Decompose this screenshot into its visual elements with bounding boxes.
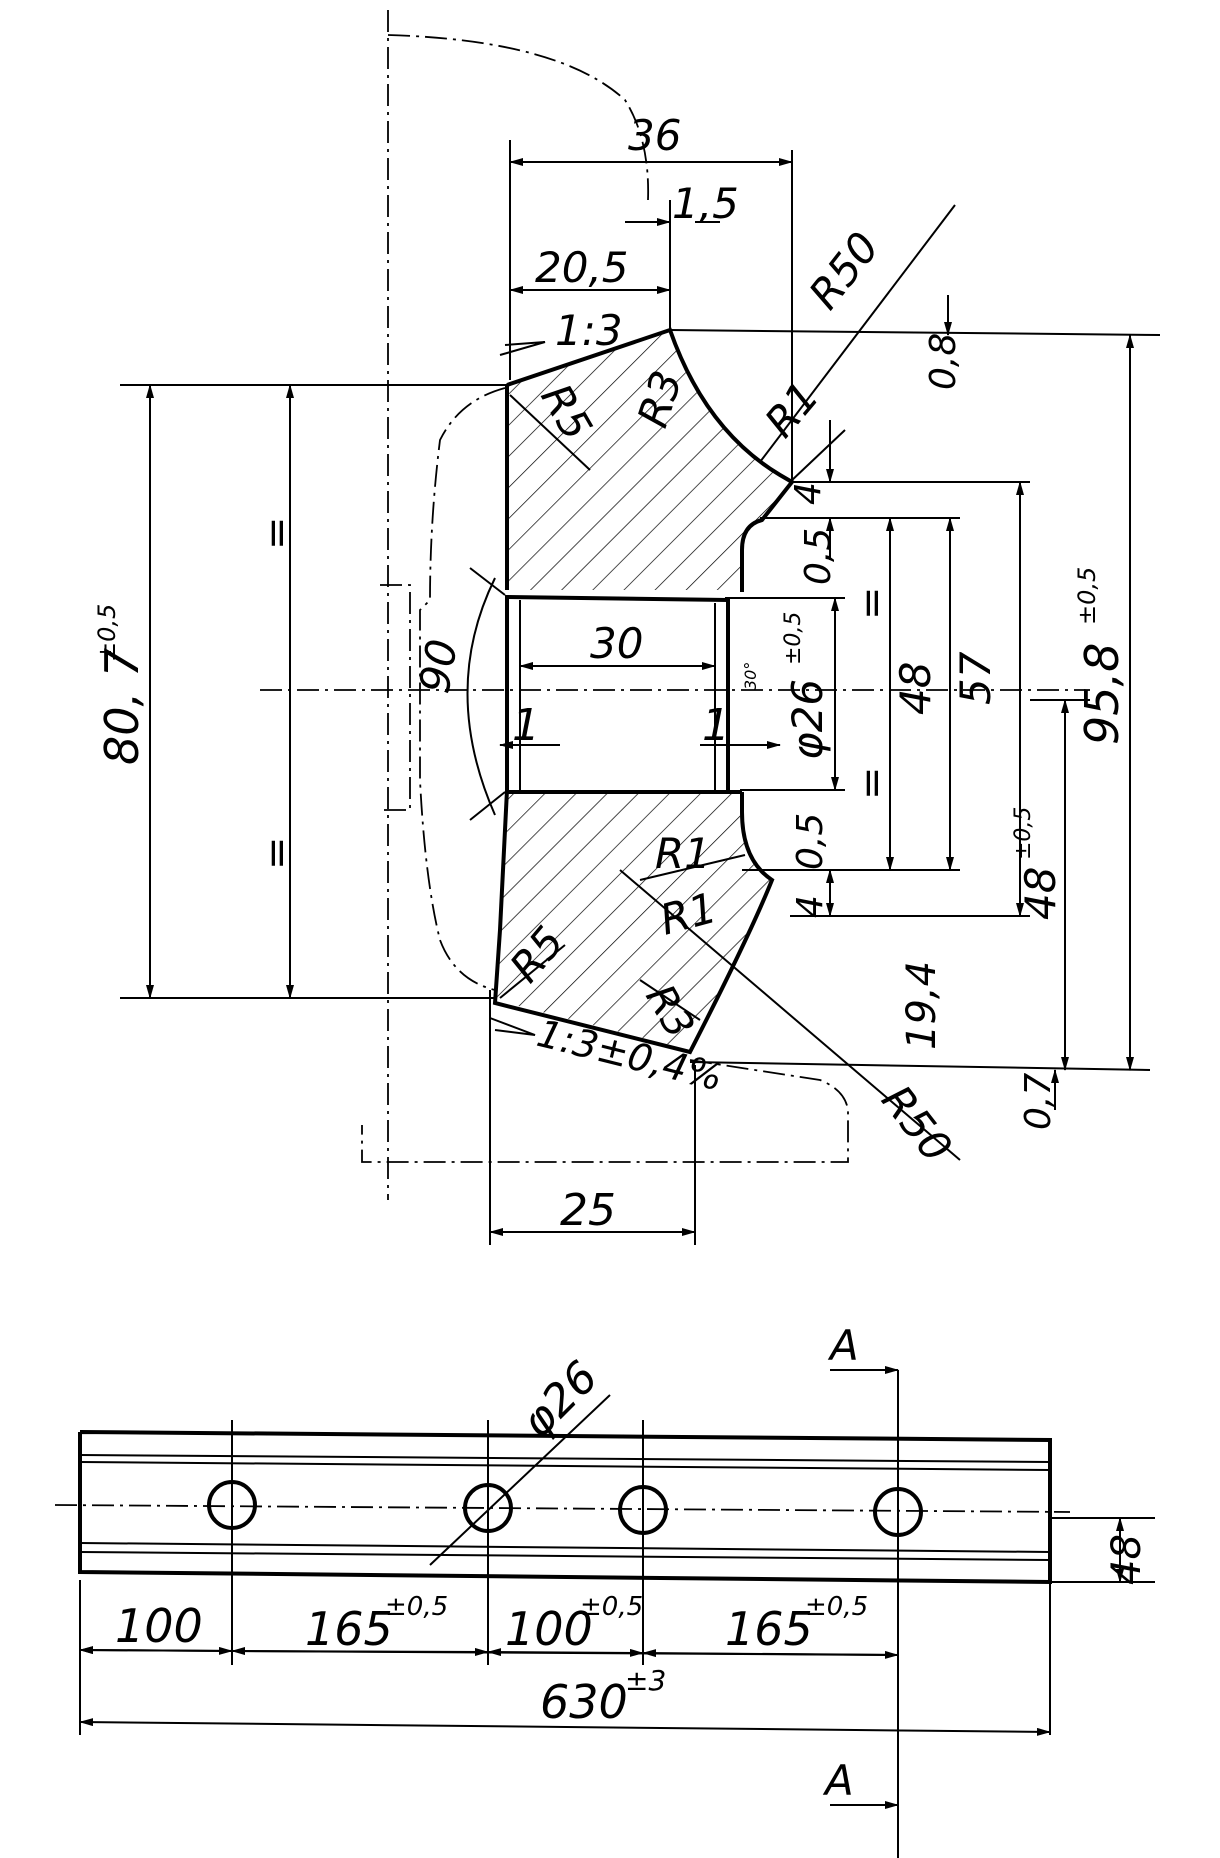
- dim-100-a: [79, 1646, 233, 1655]
- dim-1_5-label: 1,5: [672, 179, 739, 228]
- leader-r1-mid: [639, 854, 746, 881]
- rail-outline-bottom: [361, 1059, 849, 1163]
- dim-100-a-label: 100: [115, 1599, 203, 1653]
- leader-r50-top: [759, 204, 956, 463]
- dim-165-b: [642, 1649, 899, 1659]
- fishplate-profile: [492, 327, 795, 1055]
- profile-view: 36 1,5 20,5 R50 1:3 R3 R5 R1 0,8 4 0,5 =…: [93, 10, 1161, 1245]
- h95_8-label: 95,8: [1075, 643, 1129, 745]
- eq-bottom-right: =: [849, 766, 895, 800]
- dim-0_5-bottom-label: 0,5: [790, 813, 831, 870]
- r50-top-label: R50: [799, 223, 888, 318]
- dim-48-label: 48: [891, 662, 940, 715]
- section-top-label: A: [827, 1321, 859, 1370]
- r1-top-label: R1: [755, 372, 828, 446]
- angle-leader-bottom: [469, 791, 506, 821]
- ext-bottom-right: [689, 1061, 1151, 1071]
- angle-leader-top: [469, 567, 506, 596]
- dim-100-b-label: 100: [505, 1602, 593, 1656]
- plate-edge-bottom-inner: [79, 1542, 1051, 1553]
- dim-1-right-label: 1: [702, 700, 730, 751]
- section-bottom-label: A: [822, 1756, 854, 1805]
- hole-label: φ26: [512, 1352, 608, 1448]
- slope-arrow-bottom: [489, 1017, 536, 1036]
- dim-25-label: 25: [560, 1185, 616, 1236]
- plate-edge-top-inner2: [79, 1461, 1051, 1471]
- r50-bottom-label: R50: [872, 1076, 961, 1171]
- rail-outline-left: [419, 387, 506, 991]
- height-label: 48: [1104, 1534, 1150, 1585]
- leader-r5-top: [509, 394, 591, 471]
- h80_7-tol: ±0,5: [93, 604, 121, 662]
- dim-165-b-tol: ±0,5: [805, 1592, 868, 1622]
- hole-leader: [429, 1394, 611, 1566]
- plan-centerline: [54, 1504, 1071, 1513]
- h80_7-label: 80, 7: [95, 648, 149, 765]
- dim-1-left-label: 1: [512, 700, 540, 751]
- eq-top-left: =: [254, 516, 300, 550]
- slope-arrow-top: [499, 341, 546, 356]
- hole-dia-label: φ26: [783, 679, 832, 760]
- dim-0_7-label: 0,7: [1018, 1073, 1059, 1130]
- angle-90-label: 90: [410, 636, 468, 697]
- d48-tol: ±0,5: [1011, 807, 1036, 860]
- r1-mid-label: R1: [655, 829, 711, 878]
- dim-165-a-label: 165: [305, 1602, 393, 1656]
- eq-top-right: =: [849, 586, 895, 620]
- deg30-label: 30°: [741, 662, 760, 690]
- leader-r50-bottom: [619, 869, 961, 1161]
- total-label: 630: [540, 1675, 628, 1729]
- dim-4-bottom-label: 4: [790, 895, 831, 918]
- total-tol: ±3: [625, 1664, 666, 1697]
- dim-19_4-label: 19,4: [899, 961, 945, 1050]
- dim-0_8-label: 0,8: [923, 333, 964, 390]
- dim-57-label: 57: [951, 651, 1000, 705]
- leader-r5-bottom: [499, 944, 566, 999]
- h95_8-tol: ±0,5: [1073, 567, 1101, 625]
- plan-view: φ26 A A 48 100 165 ±0,5 100 ±0,5 165 ±0,…: [54, 1321, 1155, 1858]
- hole-dia-tol: ±0,5: [781, 612, 806, 665]
- dim-165-a-tol: ±0,5: [385, 1592, 448, 1622]
- dim-total: [79, 1718, 1051, 1736]
- ext-top-right: [669, 329, 1161, 336]
- eq-bottom-left: =: [254, 836, 300, 870]
- dim-30-label: 30: [590, 619, 643, 668]
- slope-top-label: 1:3: [555, 306, 623, 355]
- dim-20_5-label: 20,5: [535, 243, 629, 292]
- dim-36-label: 36: [628, 111, 681, 160]
- leader-r1-top: [789, 429, 846, 483]
- angle-90-arc: [466, 577, 496, 816]
- rail-outline-foot: [380, 584, 411, 811]
- rail-outline-top: [387, 34, 650, 201]
- dim-0_5-top-label: 0,5: [798, 528, 839, 585]
- dim-165-a: [231, 1647, 489, 1656]
- d48-tol-main: 48: [1016, 867, 1065, 920]
- dim-165-b-label: 165: [725, 1602, 813, 1656]
- bolt-hole-top: [506, 595, 729, 602]
- leader-r3-bottom: [639, 979, 701, 1021]
- plate-edge-bottom-inner2: [79, 1551, 1051, 1561]
- plate-edge-top-inner: [79, 1454, 1051, 1463]
- dim-100-b: [487, 1648, 644, 1657]
- dim-4-top-label: 4: [788, 482, 829, 505]
- dim-100-b-tol: ±0,5: [580, 1592, 643, 1622]
